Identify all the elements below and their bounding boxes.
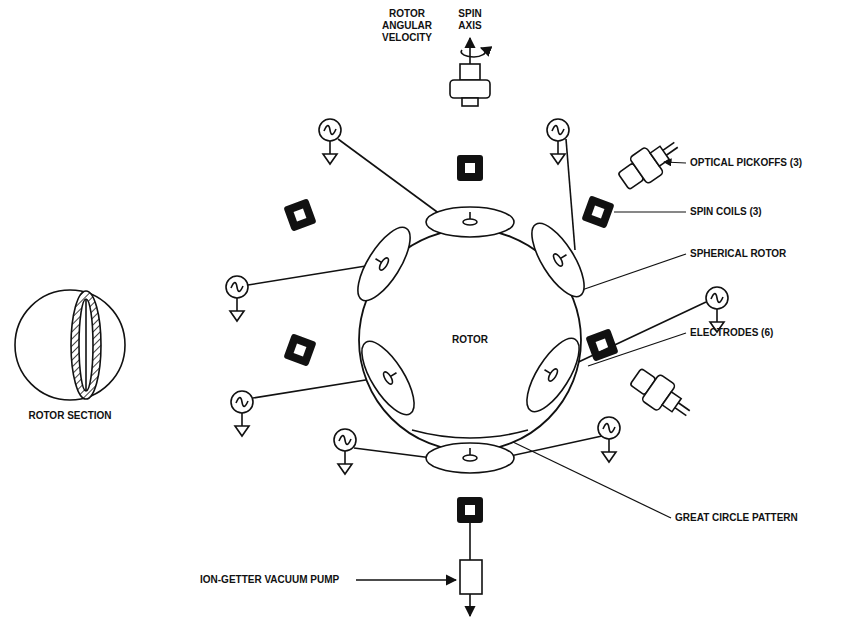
ac-source-symbol	[334, 429, 356, 474]
vacuum-pump	[356, 523, 482, 616]
ac-source-symbol	[319, 119, 341, 164]
ac-source-symbol	[598, 417, 620, 462]
optical-pickoff	[626, 363, 697, 426]
great-circle	[412, 430, 528, 438]
optical-pickoff	[614, 132, 685, 195]
part-label: OPTICAL PICKOFFS (3)	[690, 157, 802, 169]
rotor-label: ROTOR	[452, 334, 488, 346]
rotor-section	[15, 290, 125, 400]
ac-source	[248, 139, 706, 460]
part-label: ELECTRODES (6)	[690, 327, 773, 339]
part-label: SPIN AXIS	[448, 8, 492, 32]
optical-pickoff	[450, 64, 490, 106]
part-label: ROTOR SECTION	[25, 410, 115, 422]
part-label: GREAT CIRCLE PATTERN	[675, 512, 798, 524]
part-label: ION-GETTER VACUUM PUMP	[200, 574, 339, 586]
rotation-arrow	[461, 48, 485, 57]
spin-axis-arrow	[469, 38, 471, 64]
ac-source-symbol	[547, 119, 569, 164]
ac-source-symbol	[226, 276, 248, 321]
part-label: ROTOR ANGULAR VELOCITY	[372, 8, 442, 44]
ac-source-symbol	[231, 391, 253, 436]
ac-source-symbol	[706, 287, 728, 332]
part-label: SPIN COILS (3)	[690, 206, 762, 218]
spin-coil	[283, 155, 618, 523]
electrode	[348, 207, 594, 473]
part-label: SPHERICAL ROTOR	[690, 248, 786, 260]
